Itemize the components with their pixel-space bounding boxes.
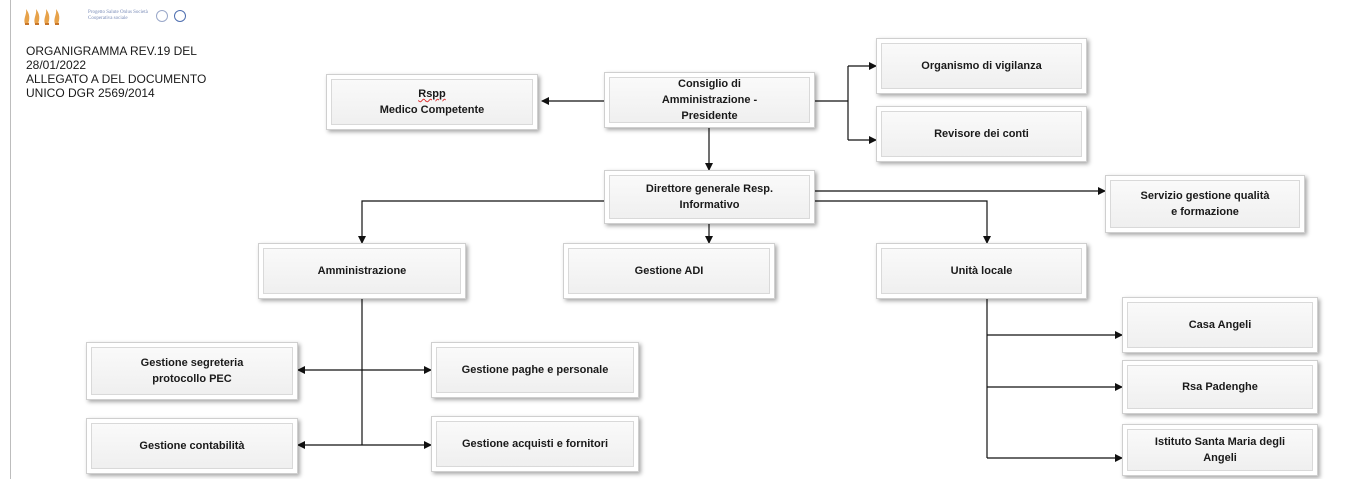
certification-icon: [174, 10, 186, 22]
node-rspp-subtitle: Medico Competente: [379, 104, 485, 116]
document-header: ORGANIGRAMMA REV.19 DEL 28/01/2022 ALLEG…: [26, 44, 207, 100]
connector-direttore-amministrazione: [358, 200, 604, 244]
flame-logo-icon: [24, 9, 60, 25]
node-direttore: Direttore generale Resp. Informativo: [604, 170, 815, 224]
node-servizio-qualita-label: Servizio gestione qualità e formazione: [1140, 190, 1270, 218]
node-segreteria: Gestione segreteria protocollo PEC: [86, 342, 298, 400]
node-revisore-label: Revisore dei conti: [934, 128, 1029, 140]
node-servizio-qualita: Servizio gestione qualità e formazione: [1105, 175, 1305, 233]
node-rsa-padenghe: Rsa Padenghe: [1122, 360, 1318, 414]
node-amministrazione: Amministrazione: [258, 243, 466, 299]
connector-direttore-unita: [815, 200, 991, 244]
node-paghe-label: Gestione paghe e personale: [461, 364, 609, 376]
node-consiglio: Consiglio di Amministrazione - President…: [604, 72, 815, 128]
company-logo: Progetto Salute Onlus Società Cooperativ…: [22, 6, 186, 26]
node-unita-locale-label: Unità locale: [950, 265, 1013, 277]
node-acquisti: Gestione acquisti e fornitori: [431, 416, 639, 472]
node-amministrazione-label: Amministrazione: [317, 265, 407, 277]
node-acquisti-label: Gestione acquisti e fornitori: [461, 438, 609, 450]
node-paghe: Gestione paghe e personale: [431, 342, 639, 398]
node-revisore: Revisore dei conti: [876, 106, 1087, 162]
node-istituto: Istituto Santa Maria degli Angeli: [1122, 424, 1318, 476]
node-rspp-title: Rspp: [418, 88, 446, 100]
node-istituto-label: Istituto Santa Maria degli Angeli: [1154, 436, 1286, 464]
node-organismo: Organismo di vigilanza: [876, 38, 1087, 94]
node-consiglio-label: Consiglio di Amministrazione - President…: [661, 78, 758, 122]
node-segreteria-label: Gestione segreteria protocollo PEC: [140, 357, 244, 385]
node-casa-angeli-label: Casa Angeli: [1188, 319, 1252, 331]
node-gestione-adi: Gestione ADI: [563, 243, 775, 299]
node-rsa-padenghe-label: Rsa Padenghe: [1182, 381, 1258, 393]
brand-text: Progetto Salute Onlus Società Cooperativ…: [88, 10, 148, 21]
node-rspp: Rspp Medico Competente: [326, 74, 538, 130]
node-casa-angeli: Casa Angeli: [1122, 297, 1318, 353]
node-contabilita-label: Gestione contabilità: [139, 440, 245, 452]
node-contabilita: Gestione contabilità: [86, 418, 298, 474]
node-organismo-label: Organismo di vigilanza: [921, 60, 1042, 72]
node-direttore-label: Direttore generale Resp. Informativo: [645, 183, 774, 211]
node-unita-locale: Unità locale: [876, 243, 1087, 299]
node-gestione-adi-label: Gestione ADI: [634, 265, 704, 277]
seal-icon: [156, 10, 168, 22]
page-margin-line: [10, 0, 11, 479]
